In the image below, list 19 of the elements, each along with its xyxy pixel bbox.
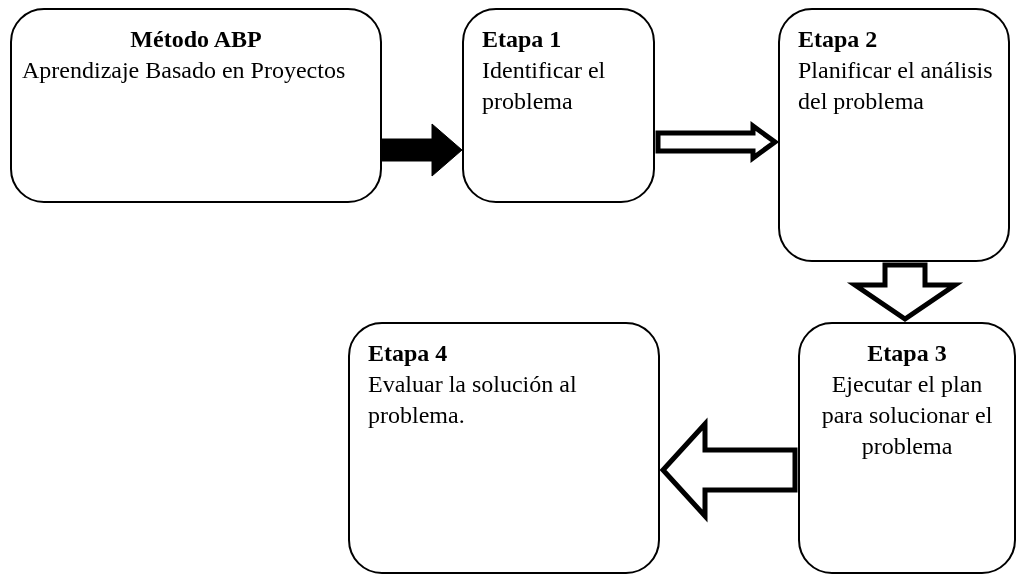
rounded-box: [798, 322, 1016, 574]
stage-description: Evaluar la solución al problema.: [368, 370, 578, 430]
rounded-box: [10, 8, 382, 203]
stage-heading: Etapa 4: [368, 339, 449, 368]
block-arrow: [659, 417, 798, 523]
stage-description: Identificar el problema: [482, 56, 607, 116]
rounded-box: [462, 8, 655, 203]
stage-heading: Etapa 3: [866, 339, 948, 368]
stage-description: Aprendizaje Basado en Proyectos: [22, 56, 347, 85]
rounded-box: [778, 8, 1010, 262]
stage-heading: Etapa 2: [798, 25, 879, 54]
rounded-box: [348, 322, 660, 574]
stage-heading: Etapa 1: [482, 25, 563, 54]
block-arrow: [655, 121, 780, 163]
block-arrow: [381, 123, 463, 177]
stage-heading: Método ABP: [129, 25, 263, 54]
stage-description: Planificar el análisis del problema: [798, 56, 994, 116]
block-arrow: [846, 262, 964, 323]
stage-description: Ejecutar el plan para solucionar el problema: [820, 370, 994, 461]
